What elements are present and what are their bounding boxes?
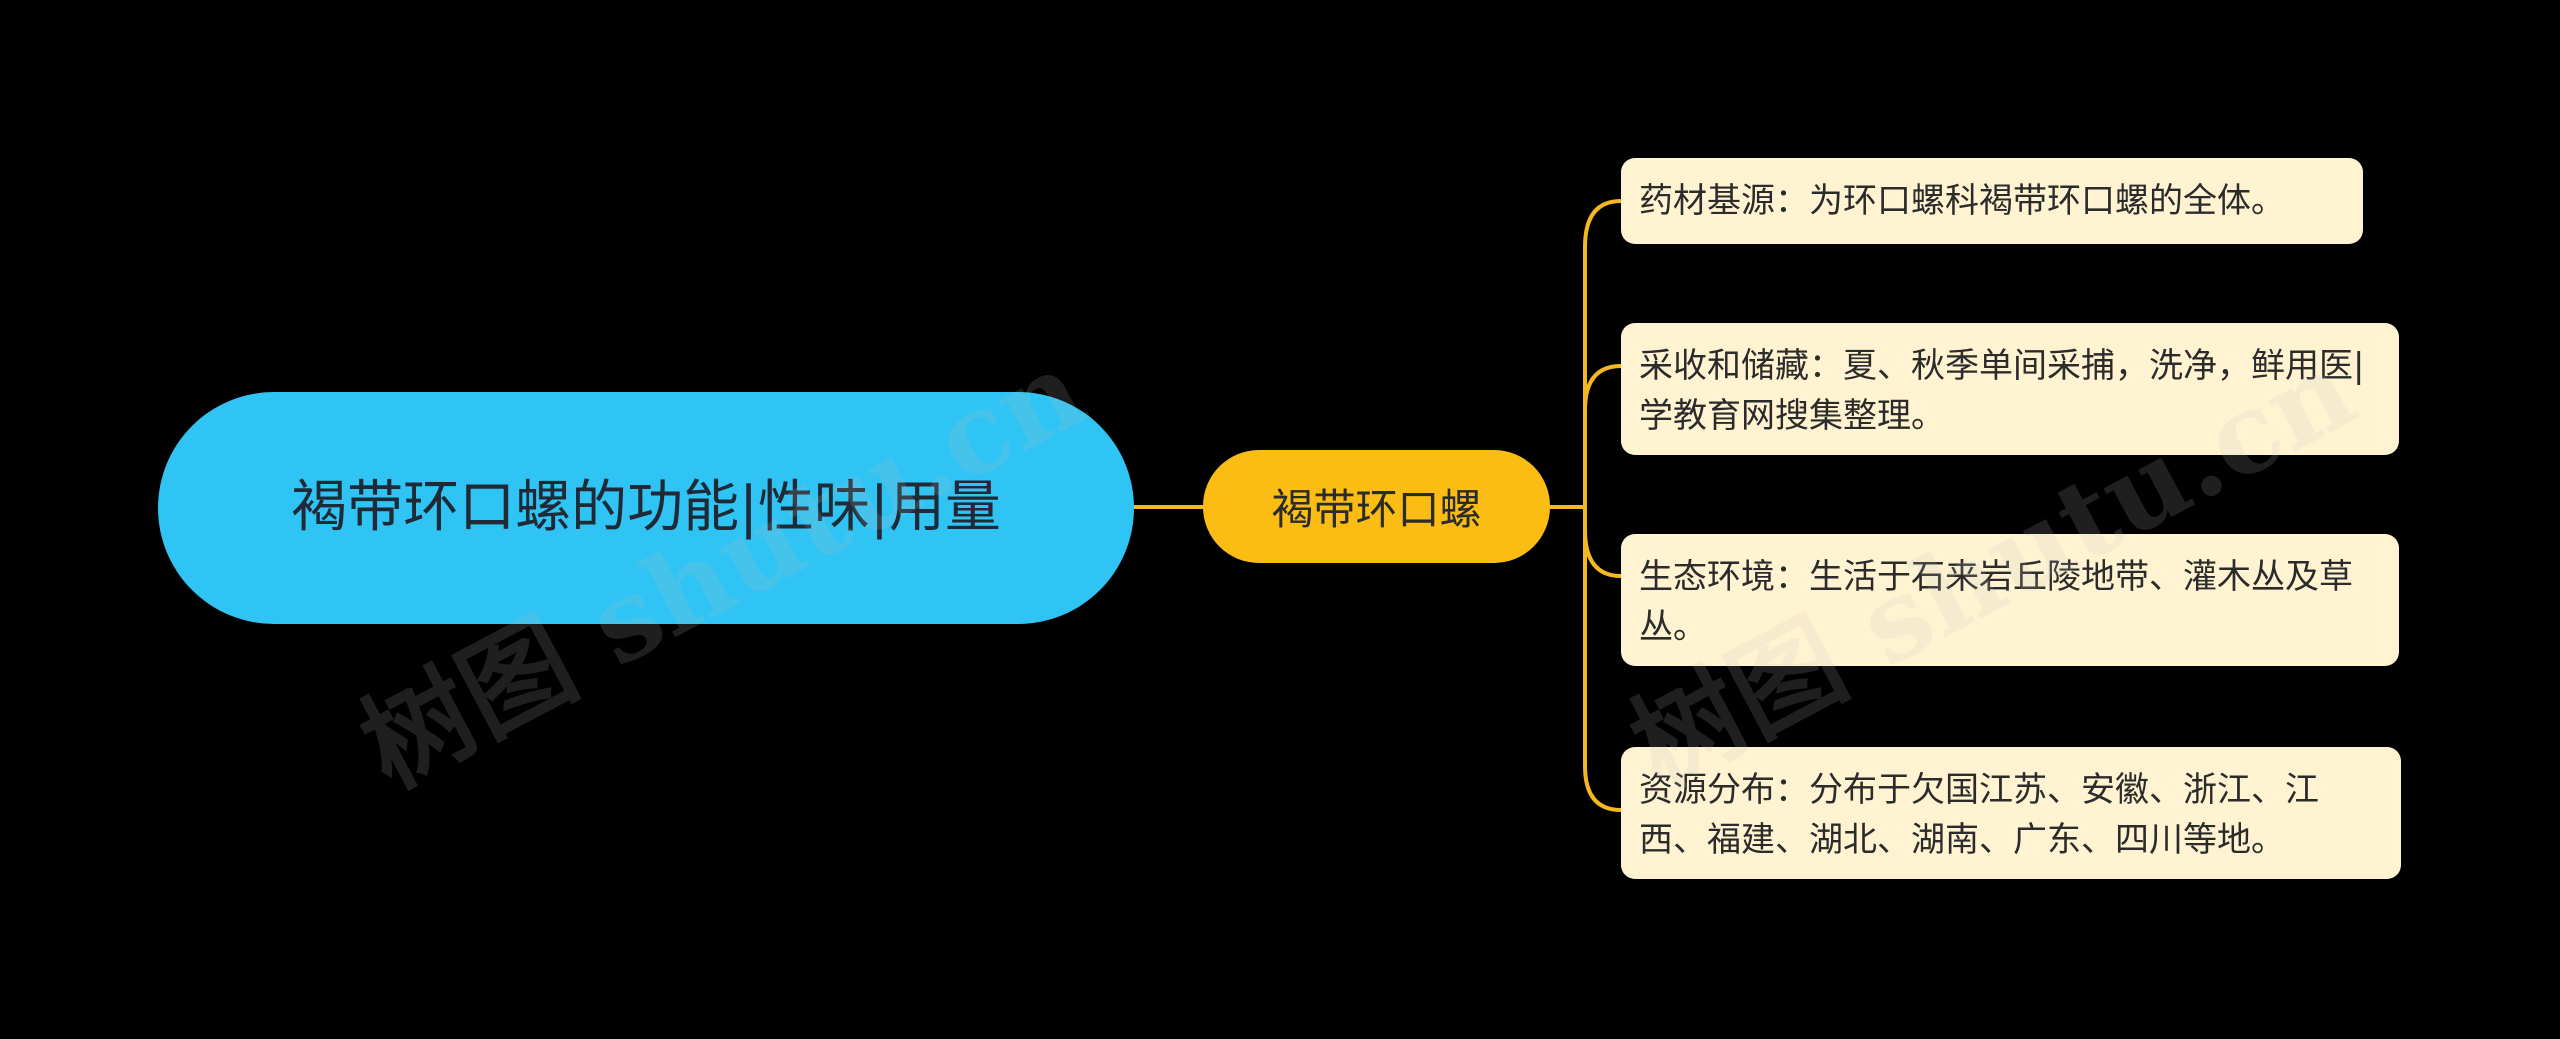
- leaf-node-distribution-text: 资源分布：分布于欠国江苏、安徽、浙江、江西、福建、湖北、湖南、广东、四川等地。: [1639, 770, 2319, 860]
- main-topic-label: 褐带环口螺: [1271, 485, 1482, 534]
- leaf-node-source-text: 药材基源：为环口螺科褐带环口螺的全体。: [1639, 181, 2285, 221]
- root-topic-node[interactable]: 褐带环口螺的功能|性味|用量: [158, 392, 1134, 624]
- leaf-node-source[interactable]: 药材基源：为环口螺科褐带环口螺的全体。: [1621, 158, 2363, 244]
- branch-to-leaf-3-connector: [1583, 507, 1622, 578]
- leaf-node-harvest-text: 采收和储藏：夏、秋季单间采捕，洗净，鲜用医|学教育网搜集整理。: [1639, 346, 2365, 436]
- leaf-node-distribution[interactable]: 资源分布：分布于欠国江苏、安徽、浙江、江西、福建、湖北、湖南、广东、四川等地。: [1621, 747, 2401, 879]
- leaf-node-habitat[interactable]: 生态环境：生活于石来岩丘陵地带、灌木丛及草丛。: [1621, 534, 2399, 666]
- root-topic-label: 褐带环口螺的功能|性味|用量: [291, 475, 1001, 540]
- branch-to-leaf-2-connector: [1583, 364, 1622, 507]
- branch-to-leaf-1-connector: [1583, 199, 1622, 507]
- branch-to-leaf-4-connector: [1583, 507, 1622, 812]
- main-topic-node[interactable]: 褐带环口螺: [1203, 450, 1550, 563]
- leaf-node-habitat-text: 生态环境：生活于石来岩丘陵地带、灌木丛及草丛。: [1639, 557, 2353, 647]
- leaf-node-harvest[interactable]: 采收和储藏：夏、秋季单间采捕，洗净，鲜用医|学教育网搜集整理。: [1621, 323, 2399, 455]
